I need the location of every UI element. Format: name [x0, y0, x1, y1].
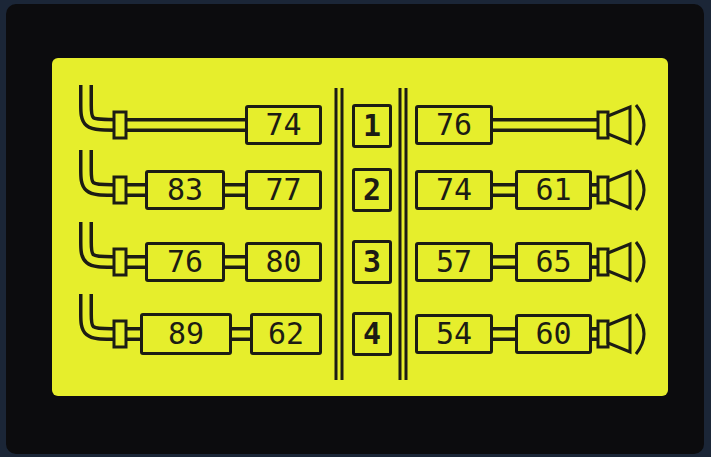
temperature-box: 76	[415, 105, 493, 145]
pipe-connector	[493, 262, 515, 263]
temperature-value: 83	[167, 175, 203, 205]
pipe-flange	[114, 112, 126, 138]
exhaust-puff	[636, 170, 644, 210]
pipe	[225, 255, 245, 269]
temperature-value: 74	[436, 175, 472, 205]
temperature-box: 76	[145, 242, 225, 282]
lcd-screen	[52, 58, 668, 396]
exhaust-puff	[636, 242, 644, 282]
pipe	[86, 85, 245, 125]
temperature-box: 74	[245, 105, 322, 145]
pipe-connector	[225, 190, 245, 191]
temperature-box: 74	[415, 170, 493, 210]
exhaust-puff	[636, 105, 644, 145]
cylinder-number: 2	[363, 175, 381, 205]
temperature-value: 57	[436, 247, 472, 277]
temperature-value: 61	[535, 175, 571, 205]
pipe-connector	[232, 334, 250, 335]
cylinder-number-box: 2	[352, 168, 392, 212]
pipe	[225, 183, 245, 197]
temperature-value: 65	[535, 247, 571, 277]
temperature-box: 77	[245, 170, 322, 210]
temperature-value: 60	[535, 319, 571, 349]
pipe-inner	[493, 187, 515, 194]
pipe-flange	[114, 321, 126, 347]
pipe-connector	[493, 190, 515, 191]
pipe	[493, 183, 515, 197]
pipe-flange	[114, 177, 126, 203]
temperature-value: 62	[268, 319, 304, 349]
pipe	[232, 327, 250, 341]
pipe-connector	[225, 262, 245, 263]
tailpipe-tip	[608, 172, 630, 208]
temperature-box: 80	[245, 242, 322, 282]
tailpipe-tip	[608, 107, 630, 143]
cylinder-number-box: 4	[352, 312, 392, 356]
pipe	[493, 327, 515, 341]
temperature-box: 62	[250, 313, 322, 355]
pipe-inner	[232, 331, 250, 338]
pipe-flange	[114, 249, 126, 275]
pipe-inner	[225, 187, 245, 194]
temperature-box: 83	[145, 170, 225, 210]
temperature-value: 89	[168, 319, 204, 349]
cylinder-number-box: 3	[352, 240, 392, 284]
temperature-value: 74	[265, 110, 301, 140]
pipe-connector	[493, 334, 515, 335]
cylinder-number: 3	[363, 247, 381, 277]
cylinder-number: 1	[363, 111, 381, 141]
temperature-box: 65	[515, 242, 592, 282]
pipe-inner	[493, 122, 604, 129]
pipe-inner	[493, 259, 515, 266]
pipe-inner	[493, 331, 515, 338]
pipe	[493, 118, 604, 132]
cylinder-number-box: 1	[352, 104, 392, 148]
pipe-inner	[225, 259, 245, 266]
exhaust-puff	[636, 314, 644, 354]
pipe	[493, 255, 515, 269]
temperature-value: 76	[167, 247, 203, 277]
temperature-box: 60	[515, 314, 592, 354]
temperature-value: 77	[265, 175, 301, 205]
temperature-box: 57	[415, 242, 493, 282]
tailpipe-tip	[608, 316, 630, 352]
pipe-inner	[86, 85, 245, 125]
display-bezel	[6, 4, 704, 454]
temperature-value: 80	[265, 247, 301, 277]
temperature-value: 76	[436, 110, 472, 140]
temperature-value: 54	[436, 319, 472, 349]
tailpipe-tip	[608, 244, 630, 280]
cylinder-number: 4	[363, 319, 381, 349]
center-column	[336, 88, 406, 380]
temperature-box: 89	[140, 313, 232, 355]
temperature-box: 61	[515, 170, 592, 210]
temperature-box: 54	[415, 314, 493, 354]
